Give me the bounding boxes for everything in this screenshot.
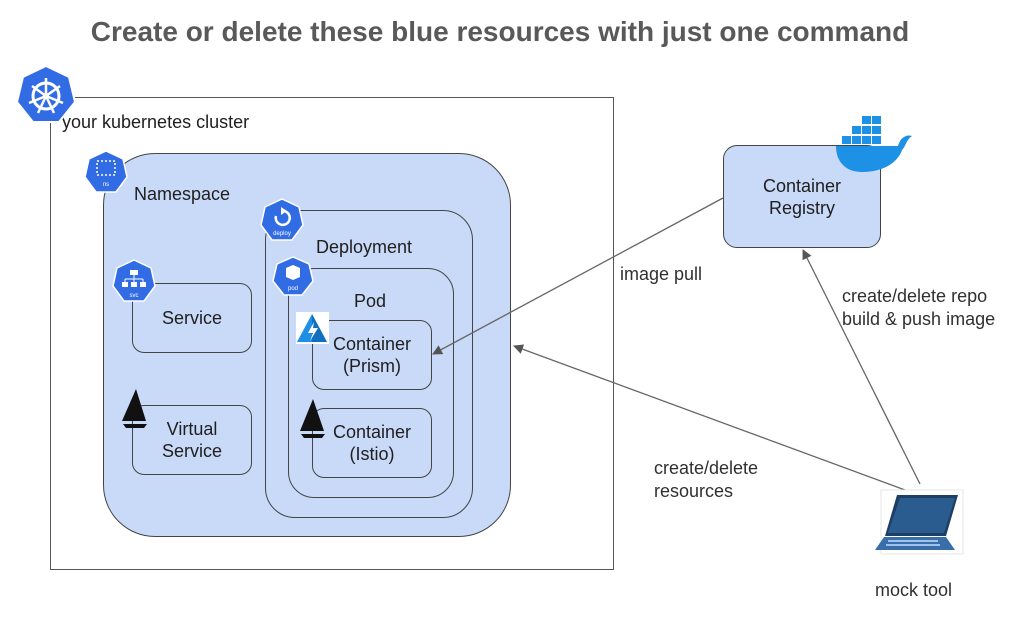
docker-icon [836, 116, 912, 172]
service-box: Service [132, 283, 252, 353]
container-registry-box: Container Registry [723, 145, 881, 248]
virtual-service-line1: Virtual [166, 419, 218, 439]
svg-text:svc: svc [130, 293, 139, 299]
page-title: Create or delete these blue resources wi… [90, 16, 910, 47]
repo-label-line1: create/delete repo [842, 286, 988, 306]
istio-sail-icon [122, 389, 147, 428]
pod-icon: pod [272, 256, 314, 296]
registry-line2: Registry [768, 197, 835, 218]
virtual-service-line2: Service [161, 441, 223, 461]
pod-label: Pod [354, 291, 387, 311]
svg-text:pod: pod [288, 286, 298, 292]
namespace-icon: ns [84, 150, 128, 193]
virtual-service-box: Virtual Service [132, 405, 252, 475]
image-pull-arrow [432, 197, 724, 355]
image-pull-label: image pull [620, 264, 703, 284]
namespace-label: Namespace [134, 184, 231, 204]
svg-text:ns: ns [103, 182, 109, 188]
resources-arrow [513, 344, 906, 491]
kubernetes-icon [15, 64, 77, 123]
container-prism-line1: Container [332, 334, 412, 354]
deployment-label: Deployment [316, 237, 413, 257]
mock-tool-label: mock tool [875, 580, 953, 600]
registry-line1: Container [762, 175, 842, 196]
container-prism-box: Container (Prism) [312, 320, 432, 390]
resources-label-line1: create/delete [654, 458, 759, 478]
service-icon: svc [112, 259, 156, 302]
cluster-box [50, 97, 614, 570]
cluster-label: your kubernetes cluster [62, 112, 250, 132]
laptop-icon [875, 489, 964, 555]
svg-text:deploy: deploy [273, 231, 291, 237]
container-istio-line2: (Istio) [349, 444, 395, 464]
prism-icon [296, 312, 329, 344]
container-prism-line2: (Prism) [343, 356, 401, 376]
container-istio-box: Container (Istio) [312, 408, 432, 478]
deploy-icon: deploy [260, 198, 304, 241]
resources-label-line2: resources [654, 481, 734, 501]
repo-arrow [802, 249, 921, 485]
container-istio-line1: Container [332, 422, 412, 442]
istio-sail-icon [300, 399, 325, 438]
service-label: Service [161, 308, 223, 328]
repo-label-line2: build & push image [842, 309, 996, 329]
